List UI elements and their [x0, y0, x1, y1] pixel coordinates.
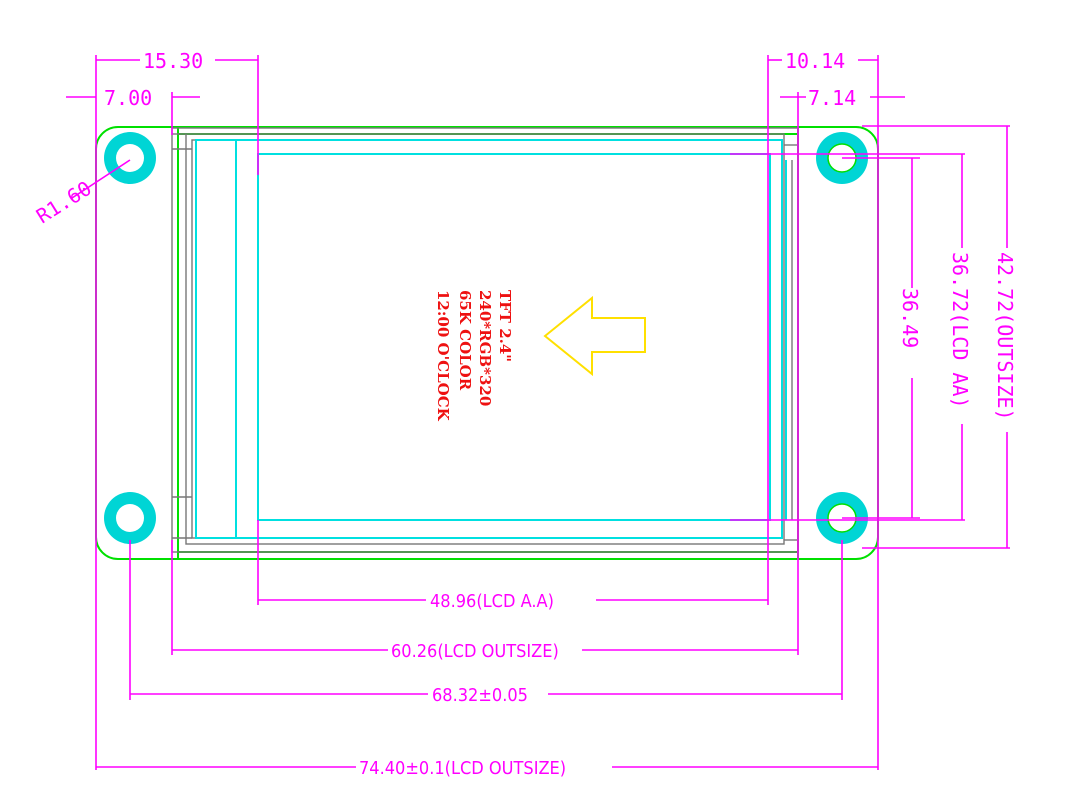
dim-total-width: 74.40±0.1(LCD OUTSIZE): [96, 758, 878, 779]
dim-label-lcd-aa-width: 48.96(LCD A.A): [430, 591, 554, 612]
arrow-left-icon: [543, 295, 646, 377]
dim-label-10-14: 10.14: [785, 49, 845, 73]
spec-line-3: 65K COLOR: [456, 290, 474, 391]
dim-10-14: 10.14: [768, 49, 878, 73]
dim-label-lcd-aa-height: 36.72(LCD AA): [948, 252, 972, 409]
dim-outside-height: 42.72(OUTSIZE): [993, 126, 1017, 548]
dim-label-7-00: 7.00: [104, 86, 152, 110]
lcd-active-area: [195, 139, 787, 539]
dim-7-14: 7.14: [780, 86, 905, 110]
spec-line-1: TFT 2.4": [496, 290, 514, 362]
spec-line-4: 12:00 O'CLOCK: [434, 290, 452, 422]
radius-label: R1.60: [32, 176, 96, 228]
dim-label-outside-height: 42.72(OUTSIZE): [993, 252, 1017, 421]
lcd-spec-text: TFT 2.4" 240*RGB*320 65K COLOR 12:00 O'C…: [434, 290, 514, 422]
dim-7-00: 7.00: [66, 86, 200, 110]
dim-15-30: 15.30: [96, 49, 258, 73]
dim-label-36-49: 36.49: [898, 288, 922, 348]
dim-label-lcd-outsize-width: 60.26(LCD OUTSIZE): [391, 641, 559, 662]
dim-lcd-aa-height: 36.72(LCD AA): [948, 154, 972, 520]
extension-lines: [95, 55, 1010, 770]
dim-36-49: 36.49: [898, 158, 922, 518]
mounting-hole-icon: [104, 132, 156, 184]
dim-holes-width: 68.32±0.05: [130, 685, 842, 706]
dim-label-7-14: 7.14: [808, 86, 856, 110]
dim-lcd-outsize-width: 60.26(LCD OUTSIZE): [172, 641, 798, 662]
dim-label-holes-width: 68.32±0.05: [432, 685, 528, 706]
dim-label-total-width: 74.40±0.1(LCD OUTSIZE): [359, 758, 566, 779]
dim-label-15-30: 15.30: [143, 49, 203, 73]
dim-lcd-aa-width: 48.96(LCD A.A): [258, 591, 768, 612]
spec-line-2: 240*RGB*320: [476, 290, 494, 406]
mounting-hole-icon: [104, 492, 156, 544]
radius-callout: R1.60: [32, 159, 131, 228]
